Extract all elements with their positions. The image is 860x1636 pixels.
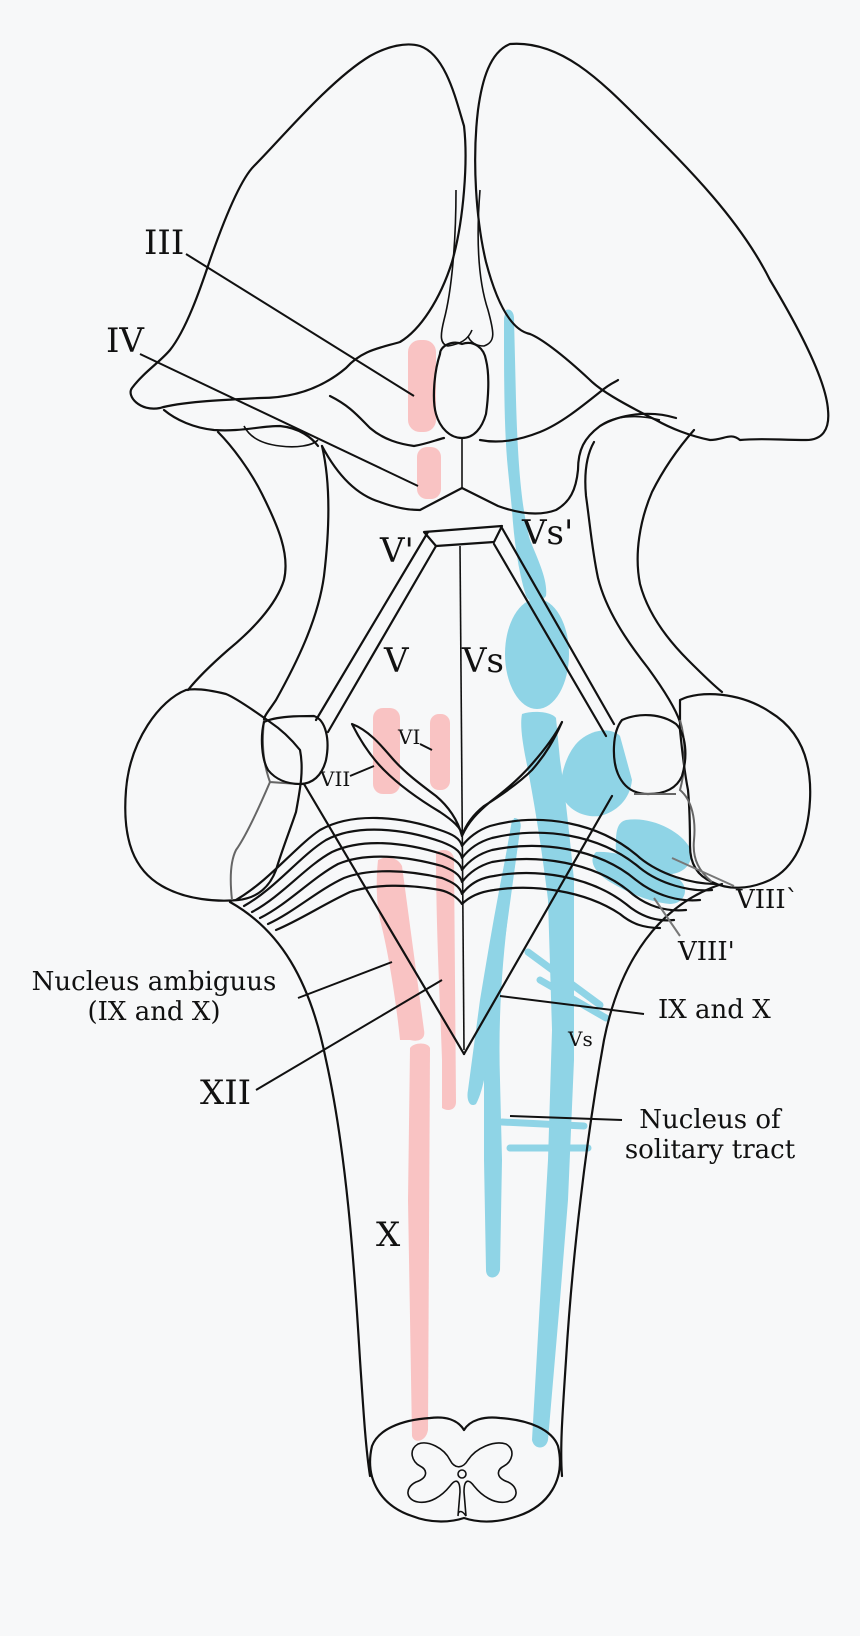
nucleus-ambiguus [376, 857, 425, 1041]
label-X: X [376, 1215, 401, 1255]
motor-nuclei [373, 340, 456, 1441]
label-Vs-small: Vs [567, 1027, 593, 1051]
left-pons-edge [262, 444, 330, 722]
nucleus-sensory-column-medial [467, 818, 521, 1106]
label-VIII-grave: VIII` [735, 885, 799, 915]
nucleus-XII [436, 850, 456, 1110]
leader-IV [139, 353, 419, 487]
right-pons-edge [584, 440, 682, 724]
fourth-ventricle-top [422, 524, 504, 548]
colliculus-lines [328, 394, 446, 448]
medulla-left-edge [228, 900, 372, 1478]
label-V-prime: V' [379, 531, 414, 571]
brainstem-outlines [124, 42, 830, 1523]
label-IX-and-X: IX and X [658, 995, 771, 1025]
right-cerebral-lobe-outline [474, 42, 830, 442]
label-VI: VI [397, 725, 420, 749]
label-Vs-prime: Vs' [521, 513, 573, 553]
right-cerebellum [678, 693, 812, 889]
nucleus-Vs-principal [505, 599, 569, 709]
label-III: III [144, 223, 184, 263]
left-cerebellum-grey-line [229, 781, 271, 901]
labels: III IV V' Vs' V Vs VI VII VIII` VIII' Nu… [32, 223, 799, 1255]
leader-nucleus-solitary [509, 1115, 623, 1121]
leader-nucleus-ambiguus [297, 961, 393, 999]
solitary-branch-3 [498, 1118, 588, 1130]
label-Vs: Vs [461, 641, 504, 681]
nucleus-solitary-tract [484, 819, 521, 1278]
left-lobe-inner-fold [440, 189, 473, 347]
nucleus-IV [417, 447, 441, 499]
colliculus-lines-right [478, 378, 620, 443]
medulla-right-edge [560, 882, 724, 1478]
leader-VII [349, 765, 375, 777]
leader-lines [139, 253, 735, 1121]
right-lobe-inner-fold [467, 189, 494, 347]
label-VIII-prime: VIII' [677, 937, 735, 967]
midbrain-tectum-outline [432, 341, 490, 440]
nucleus-III [408, 340, 436, 432]
solitary-branch-1 [524, 948, 604, 1009]
label-nucleus-solitary-line1: Nucleus of [639, 1105, 783, 1135]
right-middle-peduncle [636, 428, 724, 694]
left-cerebral-lobe-outline [129, 43, 467, 410]
label-VII: VII [319, 767, 350, 791]
label-IV: IV [106, 321, 145, 361]
median-sulcus [459, 545, 465, 1051]
leader-III [185, 253, 415, 397]
label-nucleus-solitary-line2: solitary tract [625, 1135, 796, 1165]
fourth-ventricle-right-rim [492, 526, 616, 738]
left-middle-peduncle [186, 430, 287, 692]
left-peduncle-cup [243, 425, 319, 448]
label-nucleus-ambiguus-line1: Nucleus ambiguus [32, 967, 277, 997]
fossa-lower-left [302, 782, 466, 1056]
medullary-striae [234, 816, 718, 932]
left-peduncle-arc [162, 408, 320, 448]
right-flocculus [612, 714, 687, 796]
leader-VIII-grave [671, 857, 735, 887]
midbrain-pons-boundary [320, 412, 678, 515]
leader-XII [255, 979, 443, 1091]
nucleus-Vs-spinal [521, 711, 574, 1448]
nucleus-vestibular-upper [560, 730, 632, 817]
label-V: V [383, 641, 410, 681]
fossa-lower-right [462, 794, 614, 1056]
leader-VI [419, 743, 433, 751]
facial-colliculus-right [460, 720, 564, 838]
label-XII: XII [200, 1073, 251, 1113]
leader-VIII-prime [653, 897, 681, 937]
central-canal [457, 1469, 467, 1479]
leader-IX-and-X [499, 995, 645, 1015]
nucleus-X-dorsal [408, 1043, 430, 1441]
spinal-cord-section [369, 1416, 561, 1523]
fourth-ventricle-left-rim [314, 530, 438, 734]
solitary-branch-2 [536, 976, 610, 1022]
spinal-grey-matter [407, 1442, 517, 1517]
label-nucleus-ambiguus-line2: (IX and X) [88, 997, 221, 1027]
nucleus-Vs-mesencephalic [504, 309, 547, 602]
nucleus-VI [430, 714, 450, 790]
left-flocculus [260, 714, 329, 786]
right-peduncle-cup [599, 415, 661, 427]
